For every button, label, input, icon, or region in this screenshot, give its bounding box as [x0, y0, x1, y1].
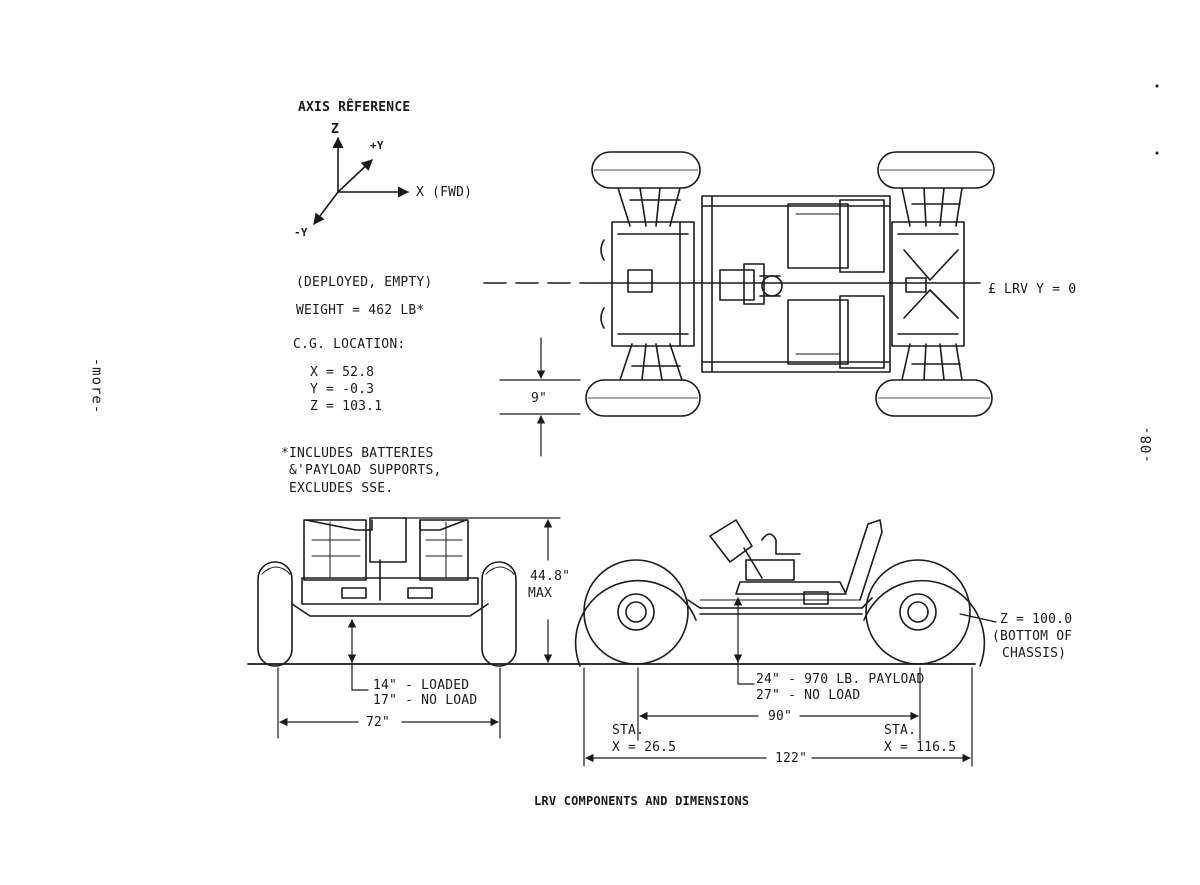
station-front-label: STA.: [612, 723, 645, 738]
length-dimension: 122": [775, 751, 808, 766]
payload-noload-label: 27" - NO LOAD: [756, 688, 861, 703]
front-wheel-right: [481, 561, 517, 667]
station-front-value: X = 26.5: [612, 740, 677, 755]
side-view-drawing: [574, 519, 997, 767]
payload-label: 24" - 970 LB. PAYLOAD: [756, 672, 925, 687]
chassis-note-2: CHASSIS): [1002, 646, 1067, 661]
chassis-note-1: (BOTTOM OF: [992, 629, 1073, 644]
top-wheel-front-left: [591, 151, 701, 189]
axis-reference-title: AXIS RÊFERENCE: [298, 100, 411, 115]
figure-caption: LRV COMPONENTS AND DIMENSIONS: [534, 794, 750, 808]
z-axis-label: Z: [331, 122, 340, 137]
top-wheel-front-right: [585, 379, 701, 417]
weight-label: WEIGHT = 462 LB*: [296, 303, 425, 318]
top-wheel-rear-left: [877, 151, 995, 189]
page-number: -08-: [1138, 425, 1155, 463]
side-wheel-front: [583, 559, 689, 665]
footnote-line-2: &'PAYLOAD SUPPORTS,: [289, 463, 442, 478]
footnote-line-3: EXCLUDES SSE.: [289, 481, 394, 496]
x-axis-label: X (FWD): [416, 185, 473, 200]
plus-y-axis-label: +Y: [370, 139, 384, 152]
front-wheel-left: [257, 561, 293, 667]
plus-y-axis-arrow: [337, 159, 373, 193]
cg-y-value: Y = -0.3: [310, 382, 375, 397]
condition-label: (DEPLOYED, EMPTY): [296, 275, 433, 290]
minus-y-axis-arrow: [313, 191, 339, 225]
station-rear-value: X = 116.5: [884, 740, 957, 755]
chassis-z-label: Z = 100.0: [1000, 612, 1073, 627]
margin-more-label: -more-: [88, 357, 105, 415]
top-view-drawing: [483, 151, 995, 457]
height-max-label: MAX: [528, 586, 553, 601]
cg-location-label: C.G. LOCATION:: [293, 337, 406, 352]
station-rear-label: STA.: [884, 723, 917, 738]
clearance-loaded-label: 14" - LOADED: [373, 678, 470, 693]
cg-x-value: X = 52.8: [310, 365, 375, 380]
wheelbase-dimension: 90": [768, 709, 793, 724]
wheel-gap-dimension: 9": [531, 391, 548, 406]
track-dimension: 72": [366, 715, 391, 730]
side-wheel-rear: [865, 559, 971, 665]
cg-z-value: Z = 103.1: [310, 399, 383, 414]
axis-reference-diagram: [313, 136, 410, 225]
top-wheel-rear-right: [875, 379, 993, 417]
front-view-drawing: [247, 517, 976, 739]
clearance-noload-label: 17" - NO LOAD: [373, 693, 478, 708]
height-dimension: 44.8": [530, 569, 571, 584]
centerline-label: £ LRV Y = 0: [988, 282, 1077, 297]
minus-y-axis-label: -Y: [294, 226, 308, 239]
footnote-line-1: *INCLUDES BATTERIES: [281, 446, 434, 461]
